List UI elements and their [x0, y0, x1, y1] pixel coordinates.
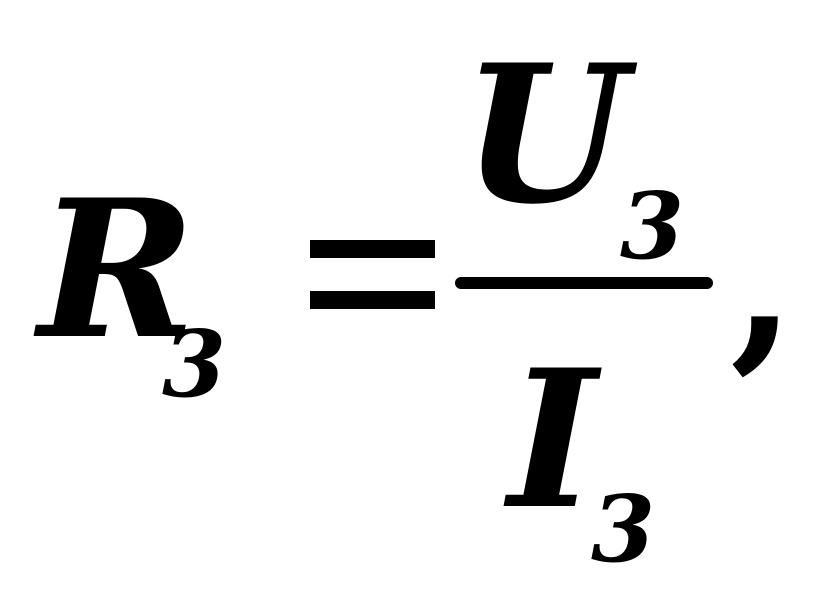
lhs-subscript: 3 [162, 310, 227, 418]
numerator-symbol: U [462, 23, 628, 246]
fraction-bar [455, 277, 713, 289]
numerator-subscript: 3 [620, 172, 685, 280]
lhs-symbol: R [38, 158, 196, 381]
denominator-subscript: 3 [591, 475, 656, 583]
trailing-comma: , [730, 168, 797, 391]
denominator-symbol: I [508, 328, 597, 551]
